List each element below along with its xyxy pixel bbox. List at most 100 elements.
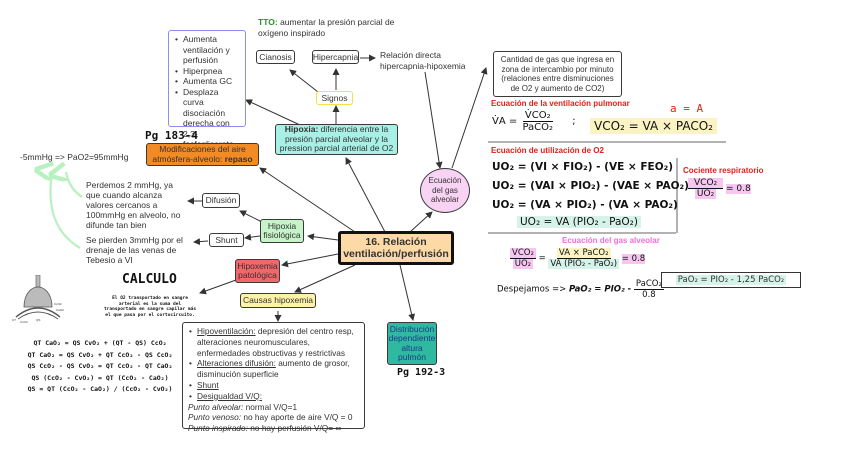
util-o2-final: UO₂ = VA (PIO₂ - PaO₂): [517, 216, 641, 228]
difusion-label: Difusión: [205, 195, 237, 206]
cause-label: Desigualdad V/Q:: [197, 390, 263, 401]
pao2-note: -5mmHg => PaO2=95mmHg: [20, 152, 129, 162]
hipoxemia-patologica-label: Hipoxemia patológica: [237, 260, 278, 280]
cause-hipoventilacion: Hipoventilación: depresión del centro re…: [189, 326, 359, 358]
cause-label: Alteraciones difusión:: [197, 358, 276, 369]
cociente-value: = 0.8: [726, 183, 751, 194]
a-equals-A-annotation: a = A: [670, 102, 704, 115]
relacion-note: Relación directa hipercapnia-hipoxemia: [380, 50, 466, 71]
cantidad-box: Cantidad de gas que ingresa en zona de i…: [493, 51, 622, 97]
edge-main-hipoxia: [345, 157, 386, 233]
edge-signos-cianosis: [289, 69, 319, 93]
pao2-result: PaO₂ = PIO₂ - 1,25 PaCO₂: [675, 274, 787, 286]
calculo-title: CALCULO: [122, 272, 177, 287]
svg-text:CaO2: CaO2: [56, 308, 64, 312]
edge-main-fisiologica: [307, 233, 339, 241]
shunt-equation: QT CaO₂ = QS CvO₂ + (QT - QS) CcO₂: [33, 339, 167, 347]
causes-box: Hipoventilación: depresión del centro re…: [182, 322, 365, 433]
calculo-note: El O2 transportado en sangre arterial es…: [103, 296, 197, 318]
green-arrow-2: [66, 172, 83, 198]
cociente-den: UO₂: [694, 189, 717, 199]
hipoxemia-patologica-node[interactable]: Hipoxemia patológica: [235, 259, 280, 283]
pao2-result-box: PaO₂ = PIO₂ - 1,25 PaCO₂: [661, 272, 801, 288]
hipoxia-title: Hipoxia:: [284, 124, 319, 135]
difusion-node[interactable]: Difusión: [202, 193, 240, 208]
punto-text: no hay perfusión V/Q= ∞: [250, 423, 342, 434]
svg-text:CT: CT: [12, 318, 16, 322]
effect-item: Hiperpnea: [175, 66, 241, 77]
main-topic-node[interactable]: 16. Relación ventilación/perfusión: [338, 231, 454, 265]
effects-box: Aumenta ventilación y perfusión Hiperpne…: [168, 30, 246, 149]
shunt-equation: QS (CcO₂ - CvO₂) = QT (CcO₂ - CaO₂): [31, 373, 169, 382]
despejamos-label: Despejamos =>: [497, 284, 567, 295]
page-ref-2: Pg 192-3: [397, 367, 446, 378]
ecuacion-gas-label: Ecuación del gas alveolar: [428, 176, 462, 205]
page-ref-1: Pg 183-4: [145, 129, 198, 142]
edge-main-distribucion: [399, 264, 416, 321]
cause-desigualdad: Desigualdad V/Q:: [189, 390, 359, 402]
tto-note: TTO: aumentar la presión parcial de oxíg…: [258, 17, 408, 38]
ecuacion-gas-alveolar-node[interactable]: Ecuación del gas alveolar: [420, 168, 470, 213]
shunt-equation: QS CcO₂ - QS CvO₂ = QT CcO₂ - QT CaO₂: [27, 362, 173, 370]
util-o2-line: UO₂ = (VI × FIO₂) - (VE × FEO₂): [492, 161, 674, 173]
shunt-diagram: CcO2 CaO2 CT CvO2 QS: [10, 274, 64, 325]
util-o2-line: UO₂ = (VAI × PIO₂) - (VAE × PAO₂): [492, 180, 689, 192]
desp-den: 0.8: [642, 290, 656, 300]
cantidad-text: Cantidad de gas que ingresa en zona de i…: [500, 55, 615, 93]
svg-text:CcO2: CcO2: [54, 302, 62, 306]
cianosis-node[interactable]: Cianosis: [256, 50, 295, 64]
signos-node[interactable]: Signos: [316, 91, 353, 105]
punto-text: no hay aporte de aire V/Q = 0: [243, 412, 353, 423]
cause-shunt: Shunt: [189, 380, 359, 391]
edge-hipoxia-signsbox: [245, 99, 301, 126]
cianosis-label: Cianosis: [259, 51, 292, 62]
vent-lhs: V̇A =: [492, 116, 518, 127]
effect-item: Aumenta ventilación y perfusión: [175, 34, 241, 66]
punto-line: Punto alveolar: normal V/Q=1: [188, 402, 359, 413]
shunt-node[interactable]: Shunt: [209, 233, 244, 247]
desp-num: PaCO₂: [633, 279, 664, 290]
edge-main-patologica: [281, 253, 339, 268]
distribucion-label: Distribución dependiente altura pulmón: [388, 323, 436, 362]
main-topic-line1: 16. Relación: [365, 236, 427, 248]
signos-label: Signos: [321, 92, 348, 103]
difusion-note: Perdemos 2 mmHg, ya que cuando alcanza v…: [86, 180, 181, 230]
cause-text: depresión del centro resp, alteraciones …: [197, 326, 354, 358]
gas-num2: VA × PaCO₂: [556, 248, 611, 259]
causas-hipoxemia-node[interactable]: Causas hipoxemia: [240, 293, 316, 308]
modificaciones-node[interactable]: Modificaciones del aire atmósfera-alveol…: [146, 143, 259, 166]
vent-sep: ;: [572, 116, 576, 127]
vent-num: V̇CO₂: [522, 110, 553, 122]
punto-label: Punto venoso:: [188, 412, 242, 423]
tto-text: aumentar la presión parcial de oxígeno i…: [258, 17, 395, 38]
edge-patologica-calculo: [199, 279, 237, 295]
distribucion-node[interactable]: Distribución dependiente altura pulmón: [387, 322, 437, 365]
util-o2-title: Ecuación de utilización de O2: [491, 146, 604, 155]
hipoxia-fisiologica-node[interactable]: Hipoxia fisiológica: [260, 219, 304, 243]
hipoxia-fisiologica-label: Hipoxia fisiológica: [263, 220, 301, 240]
util-o2-line: UO₂ = (VA × PIO₂) - (VA × PAO₂): [492, 199, 678, 211]
edge-gas-cantidad: [451, 67, 488, 169]
shunt-note: Se pierden 3mmHg por el drenaje de las v…: [86, 235, 183, 265]
despejamos-formula: PaO₂ = PIO₂ -: [568, 284, 632, 295]
hipoxia-node[interactable]: Hipoxia: diferencia entre la presión par…: [275, 124, 398, 155]
causas-hipoxemia-label: Causas hipoxemia: [243, 295, 313, 306]
main-topic-line2: ventilación/perfusión: [343, 248, 449, 260]
shunt-equations: QT CaO₂ = QS CvO₂ + (QT - QS) CcO₂ QT Ca…: [20, 338, 180, 396]
svg-text:CvO2: CvO2: [20, 320, 28, 324]
shunt-label: Shunt: [215, 234, 238, 245]
hipercapnia-label: Hipercapnia: [312, 51, 359, 62]
punto-label: Punto alveolar:: [188, 401, 244, 412]
effect-item: Aumenta GC: [175, 76, 241, 87]
cause-label: Hipoventilación:: [197, 326, 256, 336]
hipercapnia-node[interactable]: Hipercapnia: [312, 50, 359, 64]
